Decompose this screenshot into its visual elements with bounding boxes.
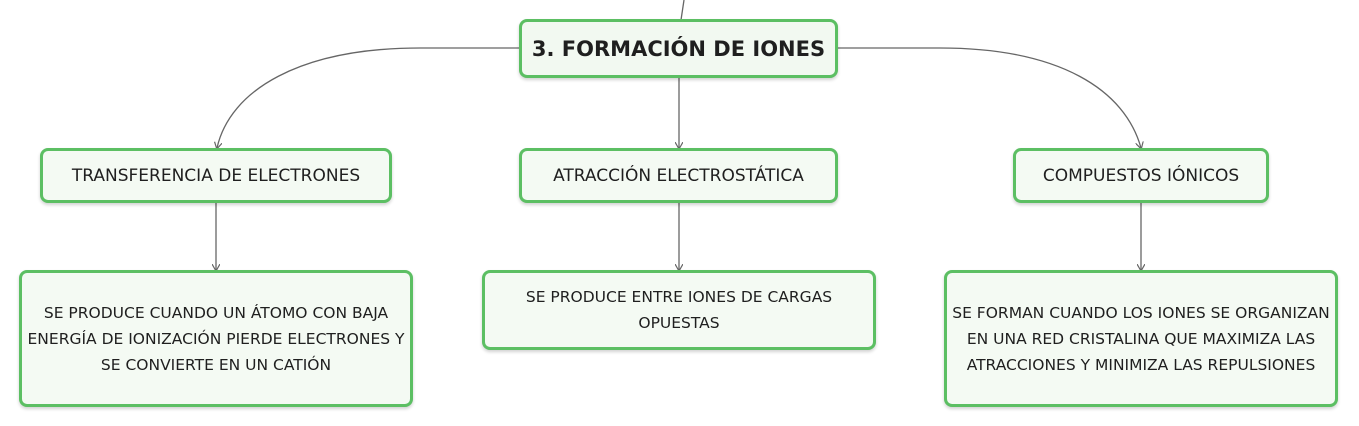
detail-node-text: SE PRODUCE ENTRE IONES DE CARGAS OPUESTA… [525,288,833,332]
branch-node-label: COMPUESTOS IÓNICOS [1042,165,1240,186]
root-node-label: 3. FORMACIÓN DE IONES [531,36,826,61]
detail-node-text: SE PRODUCE CUANDO UN ÁTOMO CON BAJA ENER… [27,303,405,374]
detail-node-atraccion[interactable]: SE PRODUCE ENTRE IONES DE CARGAS OPUESTA… [482,270,876,350]
detail-node-compuestos[interactable]: SE FORMAN CUANDO LOS IONES SE ORGANIZAN … [944,270,1338,407]
branch-node-label: ATRACCIÓN ELECTROSTÁTICA [553,165,804,186]
connector-parent-to-root [680,0,685,21]
detail-node-transferencia[interactable]: SE PRODUCE CUANDO UN ÁTOMO CON BAJA ENER… [19,270,413,407]
branch-node-compuestos[interactable]: COMPUESTOS IÓNICOS [1013,148,1269,203]
root-node[interactable]: 3. FORMACIÓN DE IONES [519,19,838,78]
branch-node-transferencia[interactable]: TRANSFERENCIA DE ELECTRONES [40,148,392,203]
branch-node-atraccion[interactable]: ATRACCIÓN ELECTROSTÁTICA [519,148,838,203]
branch-node-label: TRANSFERENCIA DE ELECTRONES [71,165,361,186]
connector-root-to-compuestos [838,47,1141,148]
detail-node-text: SE FORMAN CUANDO LOS IONES SE ORGANIZAN … [952,303,1330,374]
connector-root-to-transferencia [217,47,520,148]
